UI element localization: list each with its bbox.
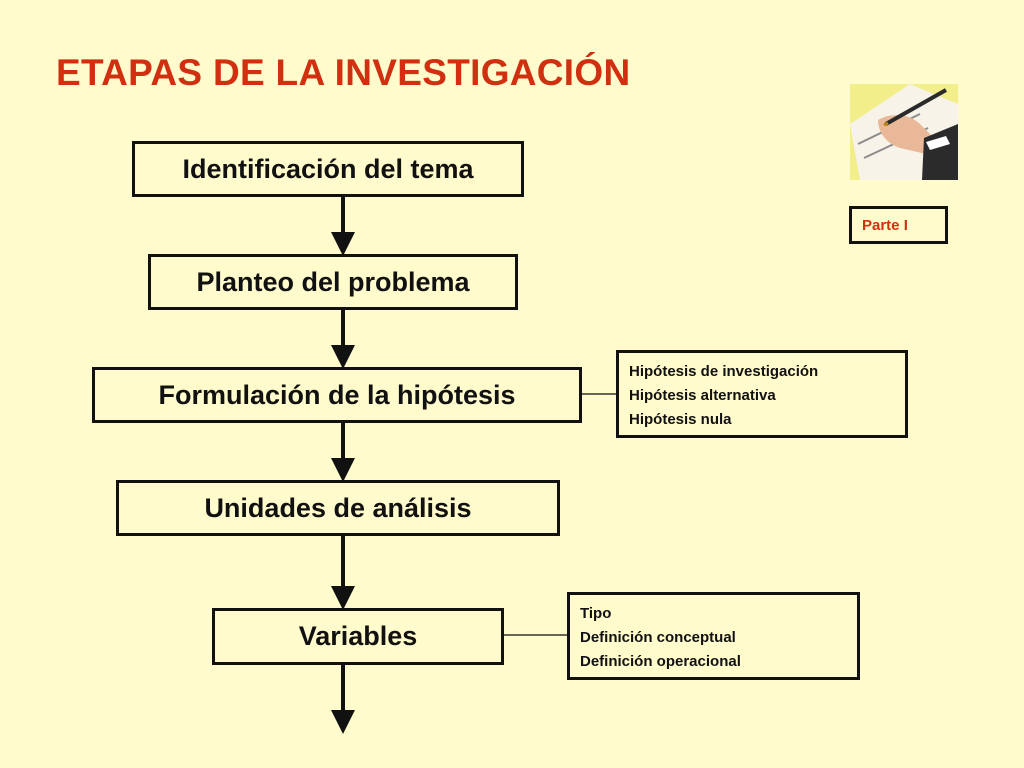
variable-detail-item: Definición conceptual bbox=[580, 629, 736, 646]
step-planteo: Planteo del problema bbox=[148, 254, 518, 310]
section-badge: Parte I bbox=[849, 206, 948, 244]
hand-writing-icon bbox=[850, 84, 958, 180]
variable-detail-item: Definición operacional bbox=[580, 653, 741, 670]
variable-details-box: Tipo Definición conceptual Definición op… bbox=[567, 592, 860, 680]
step-formulacion: Formulación de la hipótesis bbox=[92, 367, 582, 423]
hypothesis-item: Hipótesis de investigación bbox=[629, 363, 819, 380]
step-unidades: Unidades de análisis bbox=[116, 480, 560, 536]
hypothesis-item: Hipótesis alternativa bbox=[629, 387, 776, 404]
hypothesis-types-box: Hipótesis de investigación Hipótesis alt… bbox=[616, 350, 908, 438]
step-identificacion: Identificación del tema bbox=[132, 141, 524, 197]
variable-detail-item: Tipo bbox=[580, 605, 612, 622]
step-variables: Variables bbox=[212, 608, 504, 665]
slide-title: ETAPAS DE LA INVESTIGACIÓN bbox=[56, 52, 631, 93]
hypothesis-item: Hipótesis nula bbox=[629, 411, 732, 428]
